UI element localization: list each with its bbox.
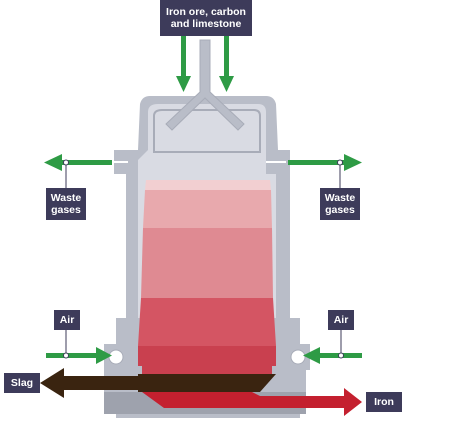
arrow-down-icon bbox=[219, 36, 234, 92]
slag-layer bbox=[138, 374, 276, 392]
tuyere-nozzle-right bbox=[290, 349, 306, 365]
label-air-left: Air bbox=[54, 310, 80, 330]
layer-2 bbox=[141, 228, 273, 298]
tuyere-nozzle-left bbox=[108, 349, 124, 365]
hearth-step-right bbox=[272, 366, 306, 392]
label-air-right: Air bbox=[328, 310, 354, 330]
layer-top bbox=[145, 180, 271, 190]
label-slag: Slag bbox=[4, 373, 40, 393]
arrow-down-icon bbox=[176, 36, 191, 92]
iron-arrow bbox=[142, 388, 362, 416]
arrow-inward-icon bbox=[46, 330, 112, 364]
arrow-outward-icon bbox=[44, 154, 112, 188]
layer-4 bbox=[138, 346, 276, 374]
label-iron: Iron bbox=[366, 392, 402, 412]
label-waste-gases-left: Waste gases bbox=[46, 188, 86, 220]
furnace-dome-outline bbox=[153, 109, 261, 153]
layer-1 bbox=[143, 190, 272, 228]
feed-chute bbox=[165, 39, 245, 131]
label-inputs: Iron ore, carbon and limestone bbox=[160, 0, 252, 36]
slag-arrow bbox=[40, 368, 138, 398]
layer-3 bbox=[138, 298, 276, 346]
label-waste-gases-right: Waste gases bbox=[320, 188, 360, 220]
arrow-outward-icon bbox=[288, 154, 362, 188]
arrow-inward-icon bbox=[303, 330, 362, 364]
